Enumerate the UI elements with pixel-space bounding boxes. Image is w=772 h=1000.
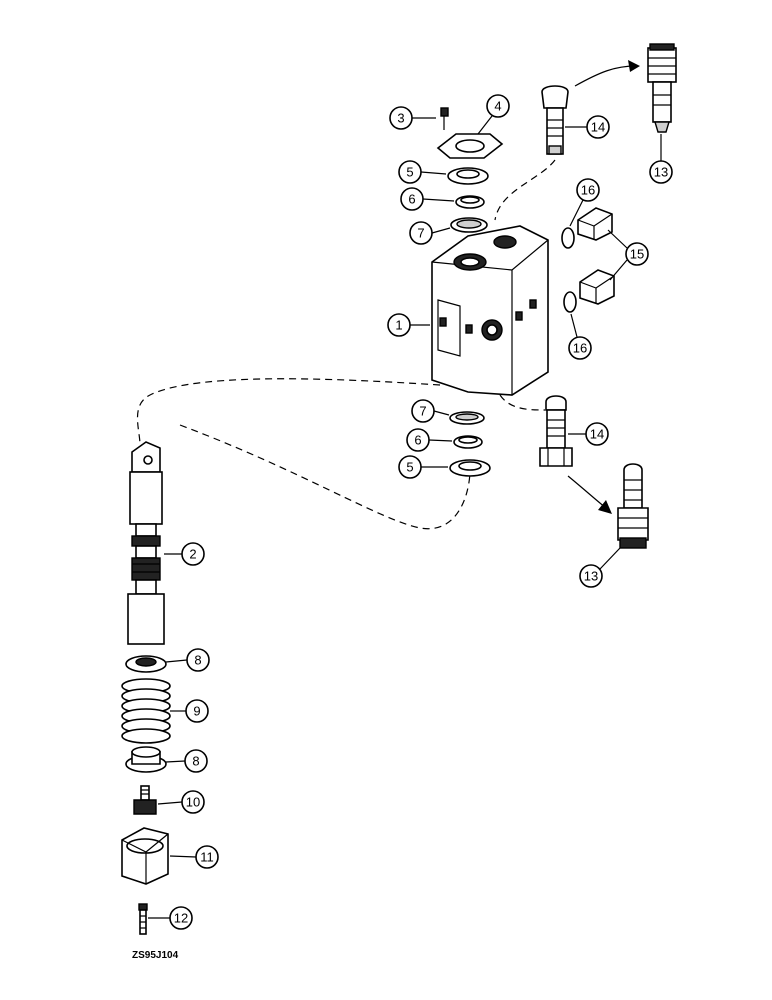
relief-path-upper: [494, 159, 556, 221]
seal-7-bottom: [449, 411, 485, 425]
plate-4: [436, 133, 504, 159]
callout-1: 1: [395, 318, 402, 333]
callout-16-upper: 16: [581, 183, 595, 198]
cap-screw-3: [440, 107, 449, 130]
spring-9: [121, 678, 171, 744]
cap-11: [121, 827, 169, 885]
relief-path-lower: [499, 394, 546, 411]
callout-5-top: 5: [406, 165, 413, 180]
bolt-10: [133, 785, 157, 815]
relief-valve-13-upper: [647, 43, 677, 133]
spring-seat-8-lower: [125, 746, 167, 773]
relief-valve-14-upper: [541, 85, 569, 155]
screw-12: [138, 903, 148, 935]
spool-2: [127, 441, 165, 645]
ring-6-top: [455, 195, 485, 209]
callout-10: 10: [186, 795, 200, 810]
washer-5-bottom: [449, 459, 491, 477]
callout-6-top: 6: [408, 192, 415, 207]
relief-valve-14-lower: [539, 395, 573, 467]
callout-13-lower: 13: [584, 569, 598, 584]
spring-seat-8-upper: [125, 655, 167, 673]
washer-5-top: [447, 167, 489, 185]
callout-8-lower: 8: [192, 754, 199, 769]
plug-15-lower: [579, 269, 615, 305]
callout-14-lower: 14: [590, 427, 604, 442]
o-ring-16-upper: [561, 227, 575, 249]
callout-15: 15: [630, 247, 644, 262]
callout-11: 11: [200, 850, 214, 865]
callout-13-upper: 13: [654, 165, 668, 180]
callout-4: 4: [494, 99, 501, 114]
callout-5-bottom: 5: [406, 460, 413, 475]
callout-2: 2: [189, 547, 196, 562]
spool-path-line: [136, 378, 441, 446]
callout-14-upper: 14: [591, 120, 605, 135]
o-ring-16-lower: [563, 291, 577, 313]
valve-section-body: [431, 225, 549, 396]
spool-path-line-lower: [179, 424, 471, 530]
callout-12: 12: [174, 911, 188, 926]
callout-9: 9: [193, 704, 200, 719]
callout-3: 3: [397, 111, 404, 126]
ring-6-bottom: [453, 435, 483, 449]
plug-15-upper: [577, 207, 613, 241]
seal-7-top: [450, 217, 488, 233]
callout-8-upper: 8: [194, 653, 201, 668]
callout-16-lower: 16: [573, 341, 587, 356]
callout-6-bottom: 6: [414, 433, 421, 448]
callout-7-bottom: 7: [419, 404, 426, 419]
callout-7-top: 7: [417, 226, 424, 241]
drawing-code: ZS95J104: [132, 950, 179, 961]
relief-valve-13-lower: [617, 463, 649, 549]
